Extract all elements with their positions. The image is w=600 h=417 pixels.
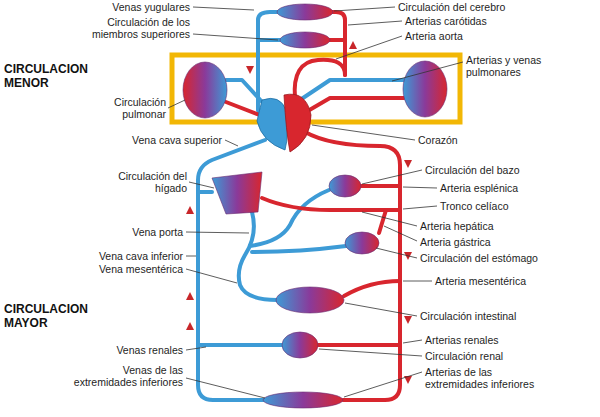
part-label: Arterias y venas pulmonares — [466, 54, 591, 78]
veins — [198, 12, 404, 400]
heart — [257, 94, 311, 152]
leader-line — [403, 281, 432, 282]
part-label: Vena cava superior — [120, 134, 222, 146]
mesenteric-artery — [344, 281, 400, 296]
part-label: Arterias renales — [425, 334, 590, 346]
arm-capillaries — [280, 32, 330, 48]
part-label: Tronco celíaco — [440, 200, 590, 212]
part-label: Vena cava inferior — [55, 250, 183, 262]
part-label: Circulación del cerebro — [398, 1, 568, 13]
leader-line — [319, 349, 422, 356]
leader-line — [189, 182, 214, 188]
stomach-capillaries — [345, 232, 379, 254]
leader-line — [168, 100, 185, 108]
renal-vein — [198, 343, 282, 347]
section-heading: CIRCULACION MAYOR — [4, 302, 104, 330]
renal-artery — [318, 343, 400, 347]
leader-line — [193, 34, 278, 40]
descending-aorta — [305, 132, 400, 400]
leader-line — [186, 232, 249, 233]
part-label: Circulación renal — [425, 350, 590, 362]
part-label: Circulación del bazo — [425, 164, 585, 176]
pulmonary-vein-left — [226, 102, 262, 116]
leader-line — [362, 170, 422, 184]
vena-cava — [198, 140, 265, 400]
gastric-vein — [252, 246, 346, 252]
part-label: Venas de las extremidades inferiores — [58, 364, 183, 388]
leg-capillaries — [263, 392, 343, 408]
leader-line — [186, 269, 237, 283]
leader-line — [186, 378, 265, 398]
intestine-capillaries — [276, 287, 344, 313]
left-lung — [183, 62, 227, 118]
leader-line — [344, 372, 422, 397]
leader-line — [336, 36, 402, 59]
flow-arrow — [404, 160, 412, 168]
flow-arrows — [186, 41, 412, 384]
part-label: Circulación de los miembros superiores — [75, 16, 190, 40]
arm-artery — [329, 38, 345, 42]
part-label: Vena porta — [80, 226, 183, 238]
pulmonary-band — [172, 55, 460, 122]
spleen-capillaries — [329, 175, 361, 197]
portal-vein — [239, 212, 277, 300]
leader-line — [312, 125, 415, 140]
pulmonary-artery-left — [226, 80, 264, 104]
leader-line — [392, 62, 463, 81]
leader-line — [384, 226, 417, 241]
part-label: Arteria gástrica — [420, 236, 590, 248]
part-label: Vena mesentérica — [55, 263, 183, 275]
gastric-artery — [379, 210, 386, 233]
kidney-capillaries — [282, 332, 318, 358]
flow-arrow — [186, 206, 194, 214]
part-label: Circulación del estómago — [420, 252, 590, 264]
section-heading: CIRCULACION MENOR — [4, 62, 104, 90]
part-label: Arteria mesentérica — [435, 275, 595, 287]
flow-arrow — [404, 316, 412, 324]
leader-line — [345, 303, 417, 316]
splenic-artery — [361, 184, 400, 188]
part-label: Circulación pulmonar — [96, 96, 166, 120]
part-label: Venas yugulares — [90, 1, 190, 13]
hepatic-vein — [198, 190, 212, 194]
brain-capillaries — [277, 4, 333, 20]
carotid-artery — [332, 12, 345, 75]
part-label: Arteria aorta — [405, 30, 565, 42]
part-label: Arteria hepática — [420, 220, 590, 232]
aortic-arch — [295, 60, 345, 98]
flow-arrow — [186, 322, 194, 330]
part-label: Arterias de las extremidades inferiores — [425, 366, 550, 390]
hepatic-artery — [262, 198, 400, 210]
capillary-beds — [183, 4, 447, 408]
heart-left-side — [284, 94, 311, 152]
leader-line — [225, 140, 238, 146]
leader-line — [334, 7, 395, 11]
heart-right-side — [257, 98, 287, 150]
part-label: Corazón — [418, 134, 538, 146]
flow-arrow — [246, 66, 254, 74]
flow-arrow — [349, 41, 357, 49]
leader-line — [376, 248, 417, 258]
leader-line — [193, 7, 254, 10]
leader-line — [362, 212, 417, 226]
leader-line — [186, 256, 196, 257]
part-label: Venas renales — [70, 344, 183, 356]
right-lung — [403, 61, 447, 117]
part-label: Circulación intestinal — [420, 310, 590, 322]
leader-line — [403, 206, 437, 209]
part-label: Arterias carótidas — [405, 15, 565, 27]
liver-capillaries — [212, 172, 262, 214]
leader-lines — [168, 7, 463, 398]
leader-line — [186, 347, 206, 350]
leader-line — [403, 187, 437, 188]
part-label: Circulación del hígado — [115, 170, 187, 194]
flow-arrow — [186, 292, 194, 300]
pulmonary-vein-right — [306, 98, 404, 112]
part-label: Arteria esplénica — [440, 182, 590, 194]
leader-line — [403, 340, 422, 343]
leader-line — [348, 21, 402, 25]
